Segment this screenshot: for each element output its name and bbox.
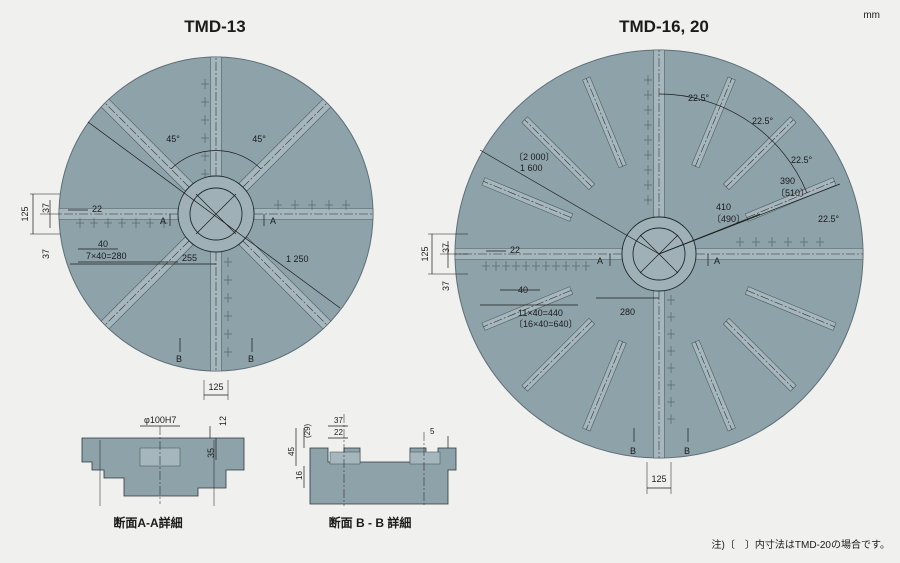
- left-mark-a1: A: [160, 216, 166, 226]
- section-bb-slot-1: [329, 451, 361, 465]
- right-short-slot-centerline-6: [483, 181, 572, 218]
- left-dim-125b: 125: [208, 382, 223, 392]
- left-dim-37b: 37: [41, 249, 51, 259]
- left-dim-37a: 37: [41, 203, 51, 213]
- right-short-slot-centerline-7: [524, 119, 593, 188]
- left-slot-centerline-5: [104, 102, 190, 188]
- section-aa-dim-12: 12: [218, 416, 228, 426]
- left-dim-1250: 1 250: [286, 254, 309, 264]
- right-short-slot-centerline-1: [725, 320, 794, 389]
- section-aa-dim-35: 35: [206, 448, 216, 458]
- right-dim-410-line: [658, 213, 761, 255]
- section-bb-dim-45: 45: [287, 447, 296, 456]
- left-angle-arc: [170, 150, 262, 170]
- right-short-slot-centerline-2: [695, 341, 732, 430]
- section-aa-caption: 断面A-A詳細: [113, 515, 182, 530]
- right-angle-label-4: 22.5°: [818, 214, 840, 224]
- left-dim-40: 40: [98, 239, 108, 249]
- right-angle-label-3: 22.5°: [791, 155, 813, 165]
- right-short-slot-centerline-4: [524, 320, 593, 389]
- right-dim-510: 〔510〕: [776, 188, 809, 198]
- right-dim-1600: 1 600: [520, 163, 543, 173]
- right-short-slot-centerline-8: [586, 78, 623, 167]
- right-dim-16x40: 〔16×40=640〕: [514, 319, 578, 329]
- right-dim-490: 〔490〕: [712, 214, 745, 224]
- right-angle-arc: [658, 93, 808, 194]
- right-diameter-dim-line: [479, 149, 660, 255]
- right-dim-390: 390: [780, 176, 795, 186]
- left-slot-centerline-7: [242, 102, 328, 188]
- right-dim-125: 125: [420, 246, 430, 261]
- right-dim-40: 40: [518, 285, 528, 295]
- left-hub-cross-b: [195, 193, 237, 235]
- right-mark-a2: A: [714, 256, 720, 266]
- right-dim-37b: 37: [441, 281, 451, 291]
- right-mark-a1: A: [597, 256, 603, 266]
- right-dim-37a: 37: [441, 243, 451, 253]
- left-table-slots: [58, 56, 374, 372]
- left-table-title: TMD-13: [184, 17, 245, 36]
- left-dim-7x40: 7×40=280: [86, 251, 127, 261]
- section-bb-dim-5: 5: [430, 427, 435, 436]
- right-dim-11x40: 11×40=440: [518, 308, 563, 318]
- right-mark-b1: B: [630, 446, 636, 456]
- section-bb-dim-29: (29): [303, 423, 312, 438]
- left-mark-b1: B: [176, 354, 182, 364]
- left-angle-label-2: 45°: [252, 134, 266, 144]
- section-bb-dim-37: 37: [334, 416, 343, 425]
- left-dim-125: 125: [20, 206, 30, 221]
- right-dim-22: 22: [510, 245, 520, 255]
- right-mark-b2: B: [684, 446, 690, 456]
- left-dim-255: 255: [182, 253, 197, 263]
- right-dim-280: 280: [620, 307, 635, 317]
- section-bb-dim-16: 16: [295, 471, 304, 480]
- section-bb-drawing: [295, 414, 457, 506]
- units-label: mm: [863, 10, 880, 21]
- right-short-slot-centerline-11: [746, 181, 835, 218]
- left-diameter-dim-line: [87, 121, 341, 309]
- right-short-slot-centerline-5: [483, 290, 572, 327]
- right-short-slot-centerline-3: [586, 341, 623, 430]
- left-dim-22: 22: [92, 204, 102, 214]
- right-angle-label-2: 22.5°: [752, 116, 774, 126]
- right-table-title: TMD-16, 20: [619, 17, 709, 36]
- right-dim-410: 410: [716, 202, 731, 212]
- footnote: 注)〔 〕内寸法はTMD-20の場合です。: [712, 538, 890, 551]
- left-angle-label-1: 45°: [166, 134, 180, 144]
- section-bb-caption: 断面 B - B 詳細: [329, 515, 412, 530]
- left-slot-centerline-1: [242, 240, 328, 326]
- left-mark-b2: B: [248, 354, 254, 364]
- right-short-slot-centerline-10: [725, 119, 794, 188]
- right-table-slots: [454, 49, 864, 459]
- right-dim-2000: 〔2 000〕: [514, 152, 555, 162]
- left-mark-a2: A: [270, 216, 276, 226]
- section-bb-dim-22: 22: [334, 428, 343, 437]
- right-angle-label-1: 22.5°: [688, 93, 710, 103]
- right-dim-125b: 125: [651, 474, 666, 484]
- section-aa-bore-dim: φ100H7: [144, 415, 176, 425]
- left-rotary-table: [58, 56, 374, 372]
- section-bb-slot-2: [409, 451, 441, 465]
- right-short-slot-centerline-9: [695, 78, 732, 167]
- section-aa-body: [81, 437, 245, 497]
- right-short-slot-centerline-0: [746, 290, 835, 327]
- section-aa-drawing: [81, 425, 245, 506]
- left-slot-centerline-3: [104, 240, 190, 326]
